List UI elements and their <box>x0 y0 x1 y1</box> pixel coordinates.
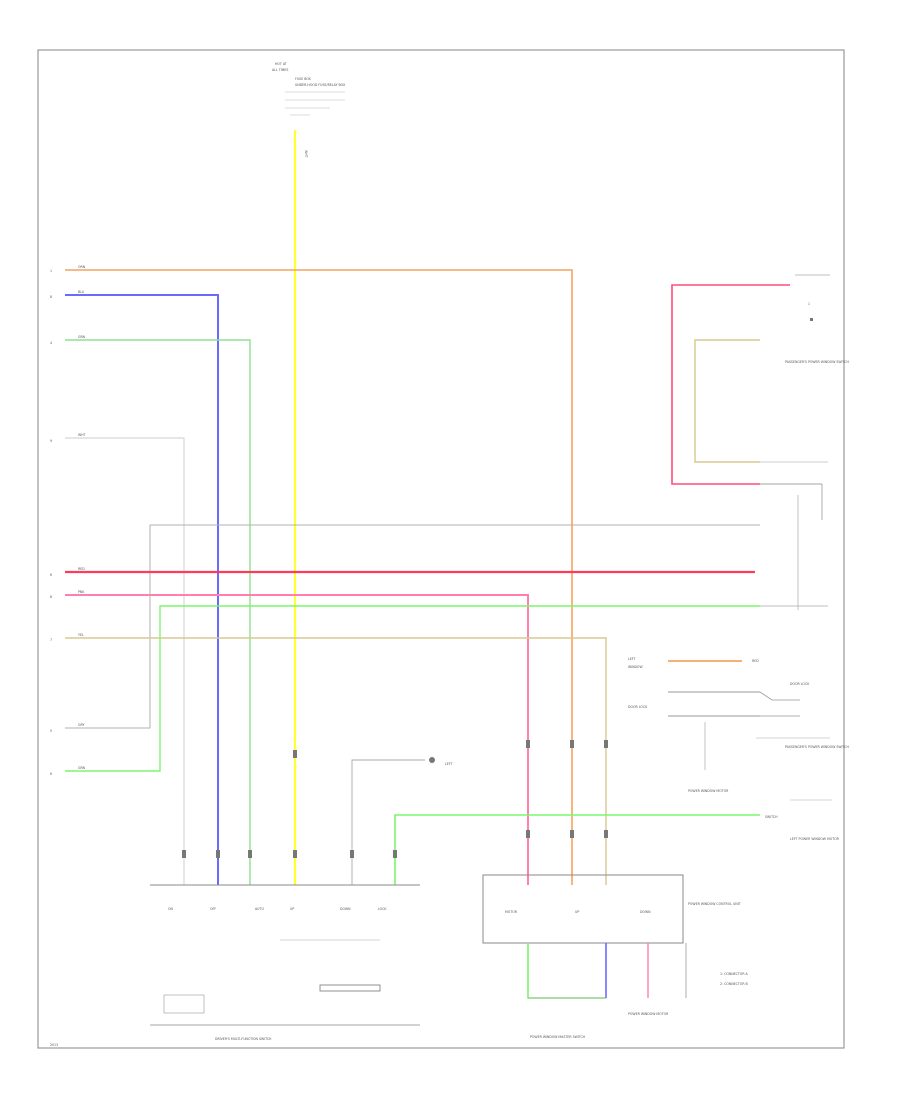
svg-text:LEFT: LEFT <box>445 762 453 766</box>
svg-text:AUTO: AUTO <box>255 907 264 911</box>
green-wire <box>65 339 251 885</box>
bottom-right-module-label: POWER WINDOW CONTROL UNIT <box>688 902 741 906</box>
pin-1: 1 <box>50 269 52 273</box>
pin-9: 6 <box>50 772 52 776</box>
left-pin-labels: 1 8 4 9 6 8 7 5 6 <box>50 269 52 776</box>
code-tan: YEL <box>78 633 84 637</box>
right-component-5: POWER WINDOW MOTOR <box>628 1012 669 1016</box>
svg-text:1: 1 <box>808 302 810 306</box>
svg-text:DOOR LOCK: DOOR LOCK <box>790 682 810 686</box>
code-lt-green: GRN <box>78 766 86 770</box>
top-connector-line-2: ALL TIMES <box>272 68 288 72</box>
code-blue: BLU <box>78 290 85 294</box>
right-component-2: PASSENGER'S POWER WINDOW SWITCH <box>785 745 849 749</box>
code-orange: ORN <box>78 265 86 269</box>
tan-loop-wire <box>694 339 760 463</box>
code-red: RED <box>78 567 85 571</box>
yellow-wire-label: WHT <box>304 150 308 158</box>
svg-text:OFF: OFF <box>210 907 216 911</box>
top-connector: HOT AT ALL TIMES FUSE BOX UNDER-HOOD FUS… <box>272 62 346 158</box>
right-component-1: PASSENGER'S POWER WINDOW SWITCH <box>785 360 849 364</box>
connector-ticks <box>182 740 608 858</box>
svg-text:WINDOW: WINDOW <box>628 665 643 669</box>
pin-3: 4 <box>50 341 52 345</box>
svg-text:SWITCH: SWITCH <box>765 815 778 819</box>
top-connector-line-4: UNDER-HOOD FUSE/RELAY BOX <box>295 83 346 87</box>
svg-text:UP: UP <box>575 910 579 914</box>
svg-text:RED: RED <box>752 659 759 663</box>
code-white: WHT <box>78 433 86 437</box>
right-component-3: POWER WINDOW MOTOR <box>688 789 729 793</box>
pin-7: 7 <box>50 638 52 642</box>
driver-switch-module: ON OFF AUTO UP DOWN LOCK DRIVER'S MULTI-… <box>150 884 420 1041</box>
wire-codes: ORN BLU GRN WHT RED PNK YEL GRY GRN <box>78 265 86 770</box>
gray-lead-wire <box>351 759 425 885</box>
top-connector-line-3: FUSE BOX <box>295 77 312 81</box>
tan-wire <box>65 637 607 885</box>
svg-text:DOWN: DOWN <box>640 910 651 914</box>
lt-green-wire <box>65 605 760 772</box>
legend-2: 2: CONNECTOR B <box>720 982 748 986</box>
page-frame <box>37 49 845 1049</box>
legend: 1: CONNECTOR A 2: CONNECTOR B <box>720 972 749 986</box>
blue-wire <box>65 294 219 885</box>
pin-8: 5 <box>50 729 52 733</box>
svg-text:MOTOR: MOTOR <box>505 910 518 914</box>
pin-2: 8 <box>50 295 52 299</box>
pin-6: 8 <box>50 595 52 599</box>
svg-text:DOOR LOCK: DOOR LOCK <box>628 705 648 709</box>
window-master-switch-module: MOTOR UP DOWN POWER WINDOW CONTROL UNIT … <box>482 874 741 1039</box>
pin-5: 6 <box>50 573 52 577</box>
white-wire <box>65 437 185 885</box>
svg-text:LEFT: LEFT <box>628 657 636 661</box>
svg-text:ON: ON <box>168 907 174 911</box>
right-component-4: LEFT POWER WINDOW MOTOR <box>790 837 840 841</box>
code-gray: GRY <box>78 723 84 727</box>
top-connector-line-1: HOT AT <box>275 62 287 66</box>
bottom-center-module-label: POWER WINDOW MASTER SWITCH <box>530 1035 586 1039</box>
pin-4: 9 <box>50 439 52 443</box>
code-green: GRN <box>78 335 86 339</box>
code-pink: PNK <box>78 590 85 594</box>
pink-loop-wire <box>671 284 790 485</box>
svg-text:DOWN: DOWN <box>340 907 351 911</box>
pink-wire <box>65 594 529 885</box>
svg-text:LOCK: LOCK <box>378 907 387 911</box>
bottom-left-module-label: DRIVER'S MULTI-FUNCTION SWITCH <box>215 1037 272 1041</box>
corner-label: 2013 <box>50 1043 58 1047</box>
svg-text:UP: UP <box>290 907 294 911</box>
gray-wire <box>65 524 760 729</box>
lt-green-right-wire <box>394 814 760 885</box>
orange-wire <box>65 269 573 885</box>
legend-1: 1: CONNECTOR A <box>720 972 749 976</box>
upper-right-switch: 1 <box>795 274 830 321</box>
